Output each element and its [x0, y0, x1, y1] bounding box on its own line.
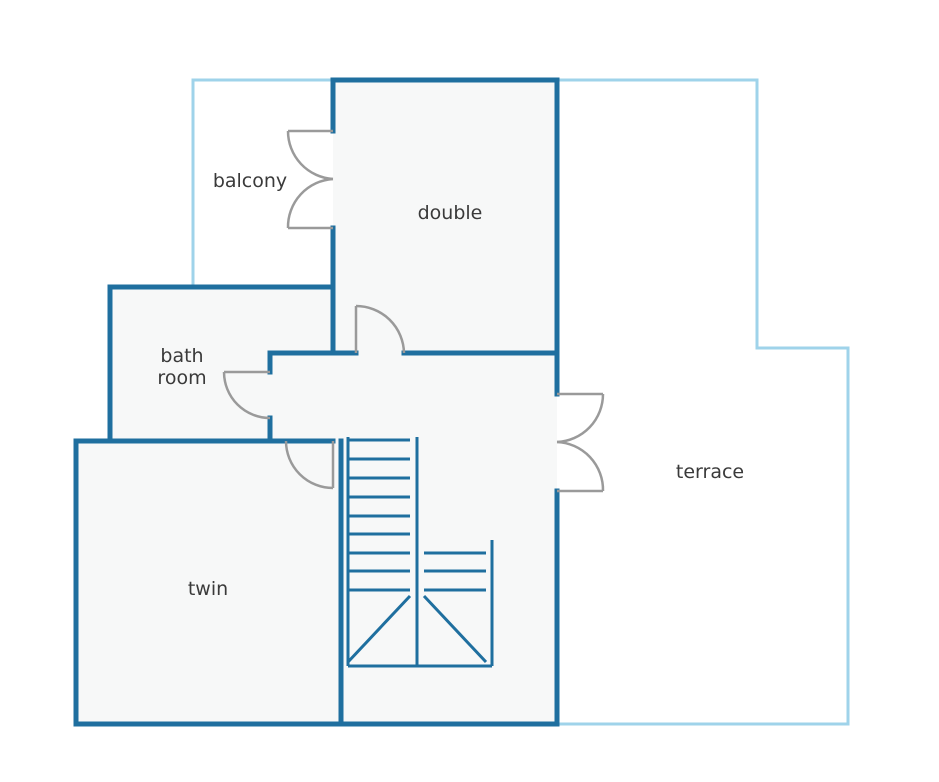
- bathroom-label-line1: bath: [160, 345, 203, 367]
- balcony-door-icon: [286, 129, 334, 230]
- double-label: double: [418, 202, 483, 224]
- terrace-door-icon: [556, 392, 605, 493]
- balcony-label: balcony: [213, 170, 287, 192]
- twin-room-door-icon: [284, 440, 335, 490]
- staircase-icon: [346, 437, 494, 668]
- twin-label: twin: [188, 578, 228, 600]
- terrace-label: terrace: [676, 461, 744, 483]
- walls: [73, 77, 560, 727]
- bathroom-door-icon: [222, 370, 271, 420]
- terrace-outline: [557, 78, 850, 726]
- twin-room: [76, 441, 341, 724]
- bathroom-label-line2: room: [157, 367, 206, 389]
- doors: [222, 129, 605, 493]
- double-room-door-icon: [354, 304, 406, 354]
